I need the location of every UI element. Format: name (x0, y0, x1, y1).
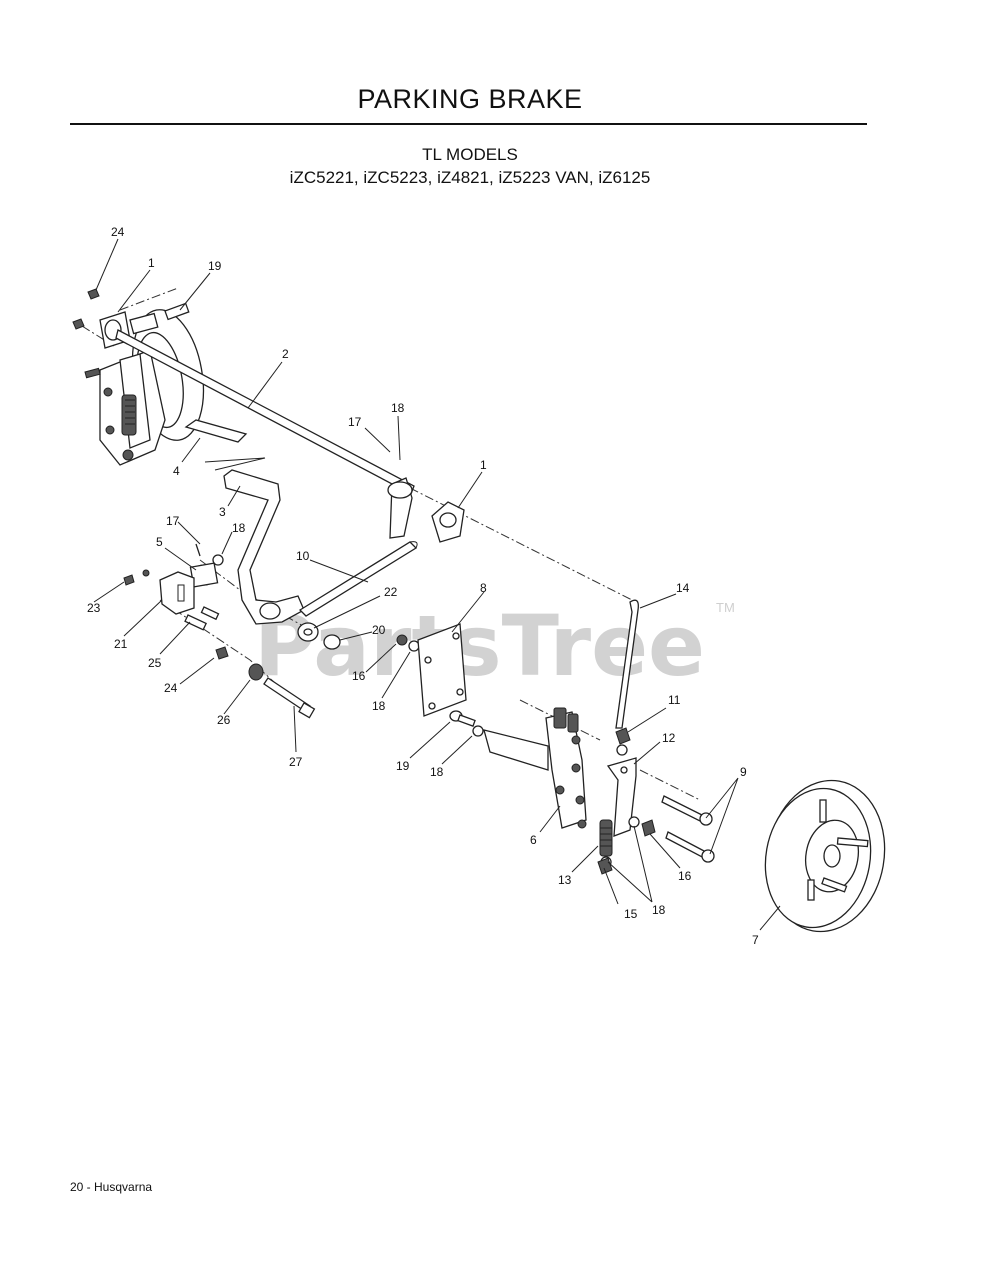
brake-pad (184, 419, 266, 471)
right-brake-caliper-assembly (449, 707, 587, 829)
model-list: iZC5221, iZC5223, iZ4821, iZ5223 VAN, iZ… (289, 168, 651, 187)
callout-13: 13 (558, 873, 572, 887)
models-heading: TL MODELS (422, 145, 518, 164)
callout-15: 15 (624, 907, 638, 921)
callout-16-left: 16 (352, 669, 366, 683)
brake-lever (223, 469, 305, 625)
callout-18-lower: 18 (430, 765, 444, 779)
callout-16-right: 16 (678, 869, 692, 883)
leader-lines (93, 238, 781, 931)
callout-27: 27 (289, 755, 303, 769)
shaft-arm (387, 477, 465, 543)
callout-23: 23 (87, 601, 101, 615)
bracket-and-bushing (123, 543, 224, 631)
callout-8: 8 (480, 581, 487, 595)
callout-4: 4 (173, 464, 180, 478)
callout-21: 21 (114, 637, 128, 651)
callout-18-top: 18 (391, 401, 405, 415)
callout-11: 11 (668, 693, 681, 707)
page-title: PARKING BRAKE (357, 84, 583, 114)
callout-3: 3 (219, 505, 226, 519)
callout-19-top: 19 (208, 259, 222, 273)
callout-24-top: 24 (111, 225, 125, 239)
link-rod (298, 541, 418, 617)
callout-17-mid: 17 (166, 514, 180, 528)
callout-14: 14 (676, 581, 690, 595)
callout-5: 5 (156, 535, 163, 549)
callout-22: 22 (384, 585, 398, 599)
callout-26: 26 (217, 713, 231, 727)
callout-18-mid: 18 (232, 521, 246, 535)
callout-25: 25 (148, 656, 162, 670)
left-brake-caliper-assembly (99, 309, 205, 466)
callout-19-lower: 19 (396, 759, 410, 773)
wheel-studs (661, 795, 715, 863)
callout-labels: 24 1 19 2 17 18 4 1 3 17 18 5 10 22 23 2… (87, 225, 759, 947)
brake-rotor (764, 779, 886, 933)
cross-shaft (115, 329, 415, 495)
top-fasteners (72, 288, 190, 379)
callout-7: 7 (752, 933, 759, 947)
callout-18-lower-left: 18 (372, 699, 386, 713)
callout-20: 20 (372, 623, 386, 637)
callout-9: 9 (740, 765, 747, 779)
callout-24-bottom: 24 (164, 681, 178, 695)
callout-10: 10 (296, 549, 310, 563)
callout-17-top: 17 (348, 415, 362, 429)
callout-1-right: 1 (480, 458, 487, 472)
page-footer: 20 - Husqvarna (70, 1180, 153, 1194)
vertical-rod (615, 599, 639, 729)
title-rule (70, 123, 867, 125)
lower-bolt-assembly (215, 646, 316, 719)
adjuster-hardware (597, 727, 656, 875)
callout-1-left: 1 (148, 256, 155, 270)
callout-12: 12 (662, 731, 676, 745)
callout-2: 2 (282, 347, 289, 361)
watermark-trademark: TM (716, 600, 735, 615)
callout-6: 6 (530, 833, 537, 847)
callout-18-right: 18 (652, 903, 666, 917)
mounting-plate (417, 623, 467, 717)
washers-center (297, 622, 420, 652)
